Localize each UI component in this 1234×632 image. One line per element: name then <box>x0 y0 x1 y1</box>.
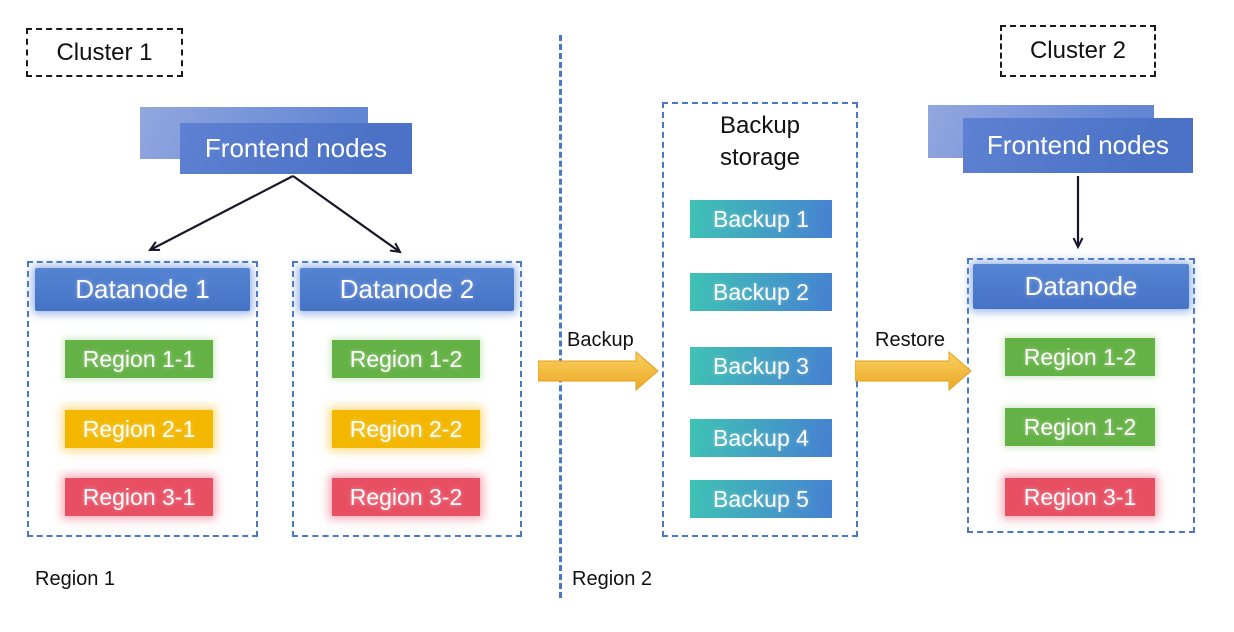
region-chip-label: Region 2-1 <box>82 415 196 442</box>
cluster2-datanode-header: Datanode <box>973 264 1189 309</box>
backup-item-label: Backup 4 <box>713 424 809 451</box>
cluster2-label-box: Cluster 2 <box>1000 25 1156 77</box>
region-chip-label: Region 1-1 <box>82 345 196 372</box>
backup-storage-title-text: Backup storage <box>719 112 801 172</box>
backup-storage-panel <box>662 102 858 537</box>
region-chip: Region 1-1 <box>65 340 213 378</box>
region-chip-label: Region 1-2 <box>1023 343 1137 370</box>
backup-flow-label-text: Backup <box>567 329 634 351</box>
region-chip: Region 3-1 <box>65 478 213 516</box>
region2-zone-label-text: Region 2 <box>572 568 653 590</box>
restore-flow-label-text: Restore <box>875 329 946 351</box>
region-chip-label: Region 3-2 <box>349 483 463 510</box>
region1-zone-label-text: Region 1 <box>35 568 116 590</box>
restore-flow-arrow-icon <box>855 350 972 392</box>
frontend-nodes-label: Frontend nodes <box>204 133 388 163</box>
region-chip: Region 2-2 <box>332 410 480 448</box>
region-chip: Region 1-2 <box>1005 338 1155 376</box>
region-chip: Region 2-1 <box>65 410 213 448</box>
region-chip-label: Region 2-2 <box>349 415 463 442</box>
backup-item-label: Backup 5 <box>713 485 809 512</box>
backup-item-label: Backup 1 <box>713 205 809 232</box>
datanode2-header: Datanode 2 <box>300 268 514 311</box>
cluster1-label: Cluster 1 <box>56 38 153 66</box>
cluster1-label-box: Cluster 1 <box>26 28 183 77</box>
backup-item-label: Backup 2 <box>713 278 809 305</box>
cluster2-label: Cluster 2 <box>1029 37 1127 64</box>
region-chip-label: Region 3-1 <box>1023 483 1137 510</box>
frontend-nodes-cluster1: Frontend nodes <box>180 123 412 174</box>
datanode1-title: Datanode 1 <box>75 274 210 304</box>
region-zone-divider <box>559 35 562 598</box>
backup-item: Backup 2 <box>690 273 832 311</box>
region-chip-label: Region 1-2 <box>349 345 463 372</box>
frontend-nodes-label: Frontend nodes <box>986 130 1170 160</box>
frontend-nodes-cluster2: Frontend nodes <box>963 118 1193 173</box>
cluster2-datanode-title: Datanode <box>1024 271 1138 301</box>
region1-zone-label: Region 1 <box>35 568 115 591</box>
backup-item: Backup 3 <box>690 347 832 385</box>
region2-zone-label: Region 2 <box>572 568 652 591</box>
datanode2-title: Datanode 2 <box>339 274 475 304</box>
backup-flow-arrow-icon <box>538 350 659 392</box>
frontend-to-datanode1-arrow <box>148 175 294 252</box>
backup-item-label: Backup 3 <box>713 352 809 379</box>
region-chip-label: Region 1-2 <box>1023 413 1137 440</box>
region-chip: Region 3-2 <box>332 478 480 516</box>
datanode1-header: Datanode 1 <box>35 268 250 311</box>
region-chip: Region 1-2 <box>1005 408 1155 446</box>
backup-item: Backup 1 <box>690 200 832 238</box>
frontend-to-datanode2-arrow <box>292 175 402 254</box>
restore-flow-label: Restore <box>875 329 945 352</box>
region-chip: Region 3-1 <box>1005 478 1155 516</box>
region-chip-label: Region 3-1 <box>82 483 196 510</box>
backup-storage-title: Backup storage <box>662 110 858 175</box>
backup-flow-label: Backup <box>567 329 634 352</box>
backup-item: Backup 5 <box>690 480 832 518</box>
backup-item: Backup 4 <box>690 419 832 457</box>
region-chip: Region 1-2 <box>332 340 480 378</box>
